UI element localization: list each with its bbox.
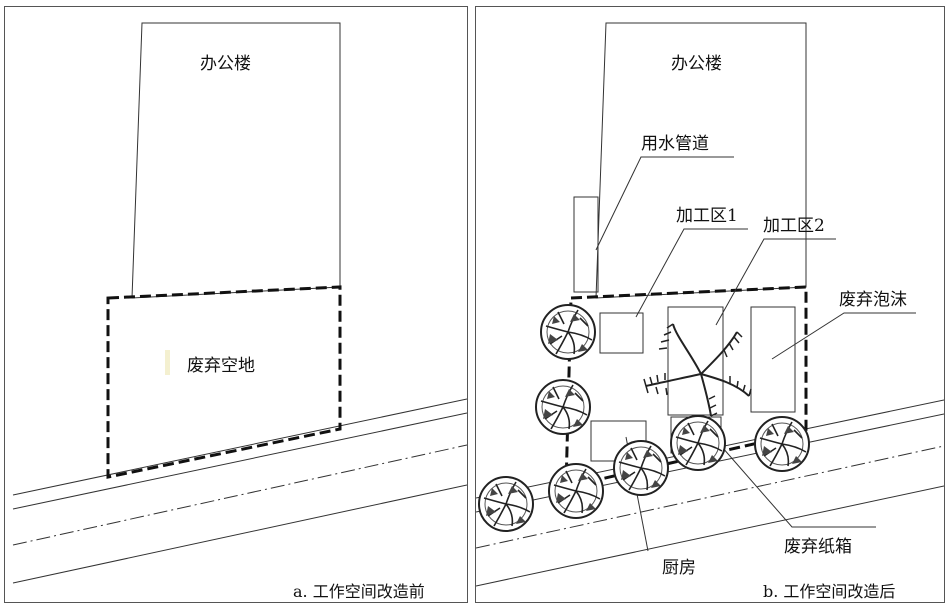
- abandoned-lot-boundary: [106, 285, 342, 479]
- water-pipe-leader: [595, 156, 734, 251]
- processing-zone-1-label: 加工区1: [676, 206, 738, 226]
- zone1-leader: [635, 228, 748, 318]
- office-building-label: 办公楼: [200, 54, 251, 74]
- tree-icon: [478, 476, 534, 532]
- palm-tree-icon: [643, 323, 752, 417]
- panel-before: 办公楼 废弃空地 a. 工作空间改造前: [4, 6, 468, 603]
- caption-before: a. 工作空间改造前: [293, 582, 425, 601]
- tree-icon: [540, 304, 596, 360]
- abandoned-lot-label: 废弃空地: [187, 356, 255, 376]
- panel-after: 办公楼 用水管道 加工区1 加工区2 废弃泡沫 厨房 废弃纸箱: [475, 6, 945, 603]
- zone2-leader: [715, 238, 836, 326]
- road-edge-lower: [12, 484, 467, 584]
- road-edge-lower: [476, 485, 944, 587]
- water-pipe-label: 用水管道: [641, 134, 709, 154]
- road-centerline: [476, 445, 944, 549]
- carton-leader: [721, 446, 876, 528]
- processing-zone-1: [599, 312, 644, 354]
- caption-after: b. 工作空间改造后: [763, 582, 895, 601]
- foam-label: 废弃泡沫: [839, 290, 907, 310]
- water-pipe-annex: [573, 196, 599, 293]
- tree-icon: [548, 463, 604, 519]
- processing-zone-2-label: 加工区2: [763, 216, 825, 236]
- tree-icon: [754, 416, 810, 472]
- kitchen-label: 厨房: [662, 558, 696, 578]
- lot-marker: [165, 350, 170, 375]
- foam-storage: [750, 306, 796, 413]
- carton-label: 废弃纸箱: [784, 537, 852, 557]
- panel-before-drawing: 办公楼 废弃空地 a. 工作空间改造前: [12, 22, 467, 601]
- road-edge-upper: [12, 398, 467, 496]
- office-building: [595, 22, 807, 299]
- road-centerline: [12, 444, 467, 546]
- tree-icon: [613, 440, 669, 496]
- foam-leader: [771, 312, 916, 360]
- tree-icon: [670, 415, 726, 471]
- office-building-label: 办公楼: [671, 54, 722, 74]
- panel-after-drawing: 办公楼 用水管道 加工区1 加工区2 废弃泡沫 厨房 废弃纸箱: [476, 22, 944, 601]
- processing-zone-2: [667, 306, 724, 416]
- road: [12, 398, 467, 584]
- tree-icon: [535, 379, 591, 435]
- road-edge-upper-inner: [12, 412, 467, 510]
